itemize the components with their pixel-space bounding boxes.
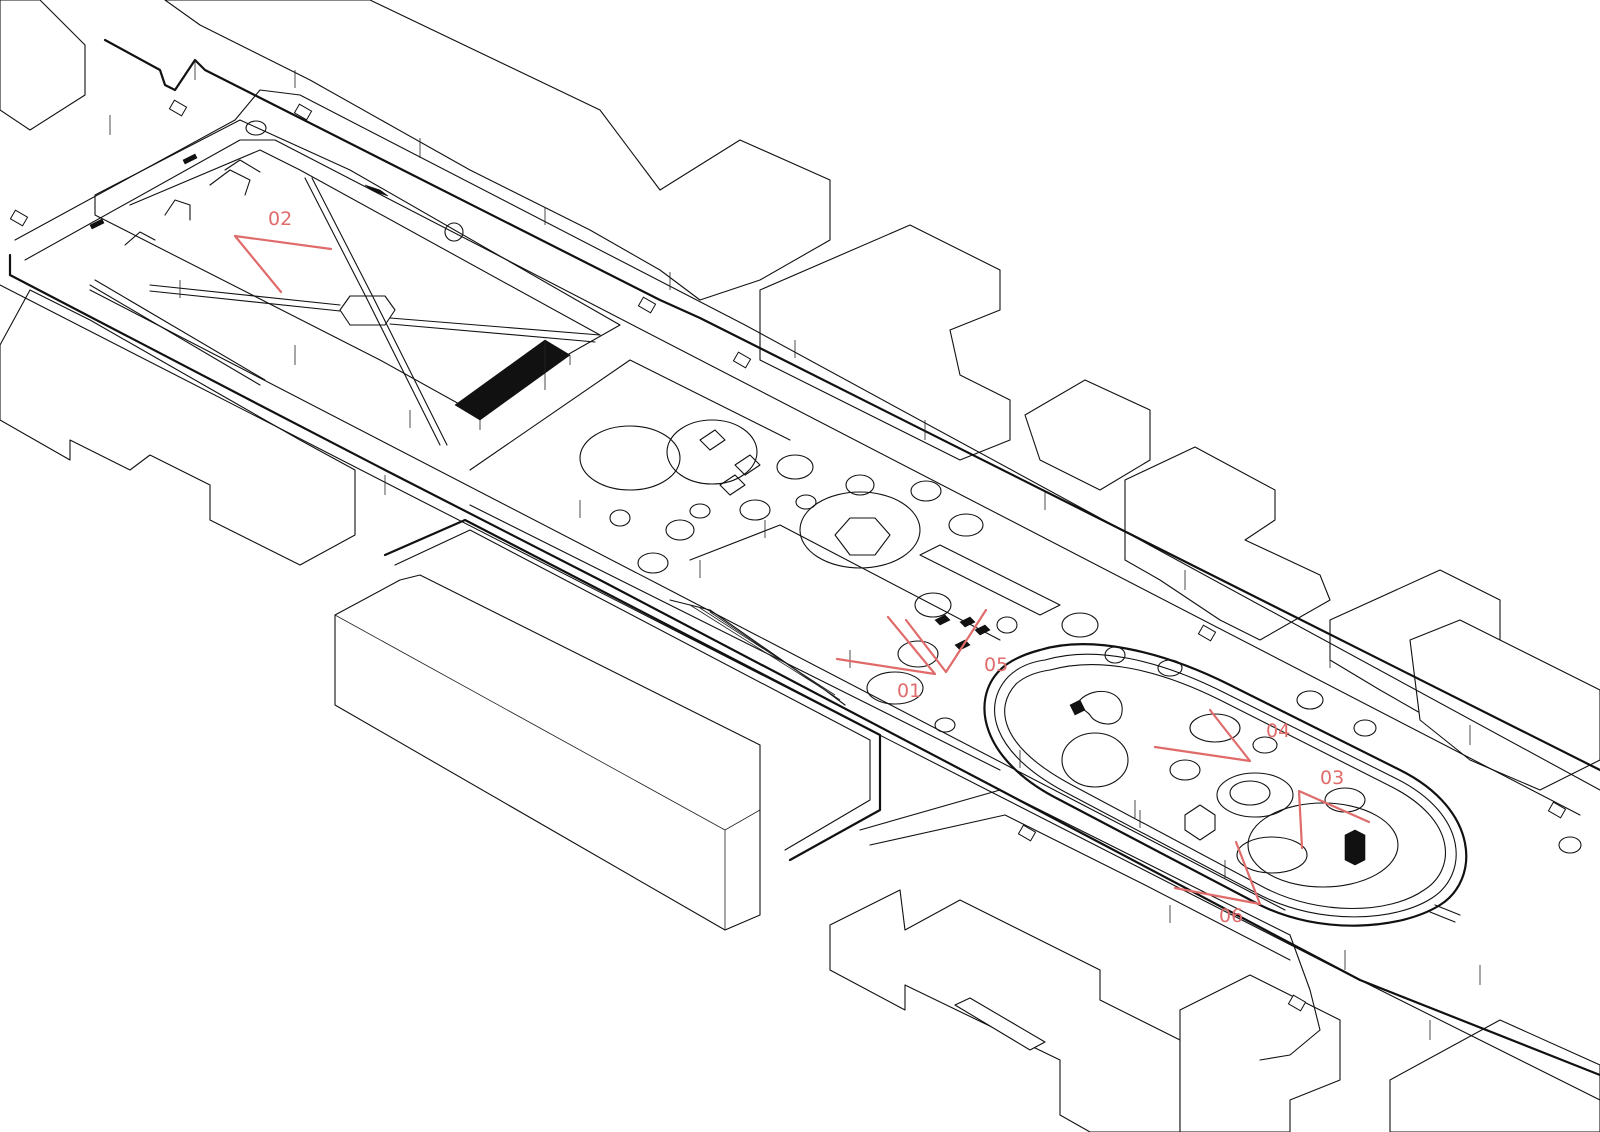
street-lamps bbox=[109, 60, 1481, 1040]
site-boundary bbox=[0, 38, 1600, 1101]
viewpoint-02-label: 02 bbox=[268, 208, 292, 230]
viewpoint-03-label: 03 bbox=[1320, 767, 1344, 789]
viewpoint-03-marker: 03 bbox=[1297, 767, 1371, 850]
viewpoint-06-label: 06 bbox=[1219, 905, 1243, 927]
viewpoint-04-label: 04 bbox=[1266, 720, 1290, 742]
viewpoint-05-marker: 05 bbox=[904, 608, 1008, 676]
viewpoint-06-marker: 06 bbox=[1173, 840, 1262, 927]
viewpoint-02-marker: 02 bbox=[233, 208, 333, 294]
northwest-plaza bbox=[89, 119, 621, 446]
viewpoint-01-marker: 01 bbox=[835, 615, 937, 702]
viewpoint-01-label: 01 bbox=[897, 680, 921, 702]
viewpoint-04-marker: 04 bbox=[1153, 708, 1290, 763]
oval-track-playground bbox=[983, 643, 1468, 927]
viewpoint-05-label: 05 bbox=[984, 654, 1008, 676]
viewpoint-markers: 01 02 03 04 05 06 bbox=[233, 208, 1371, 927]
